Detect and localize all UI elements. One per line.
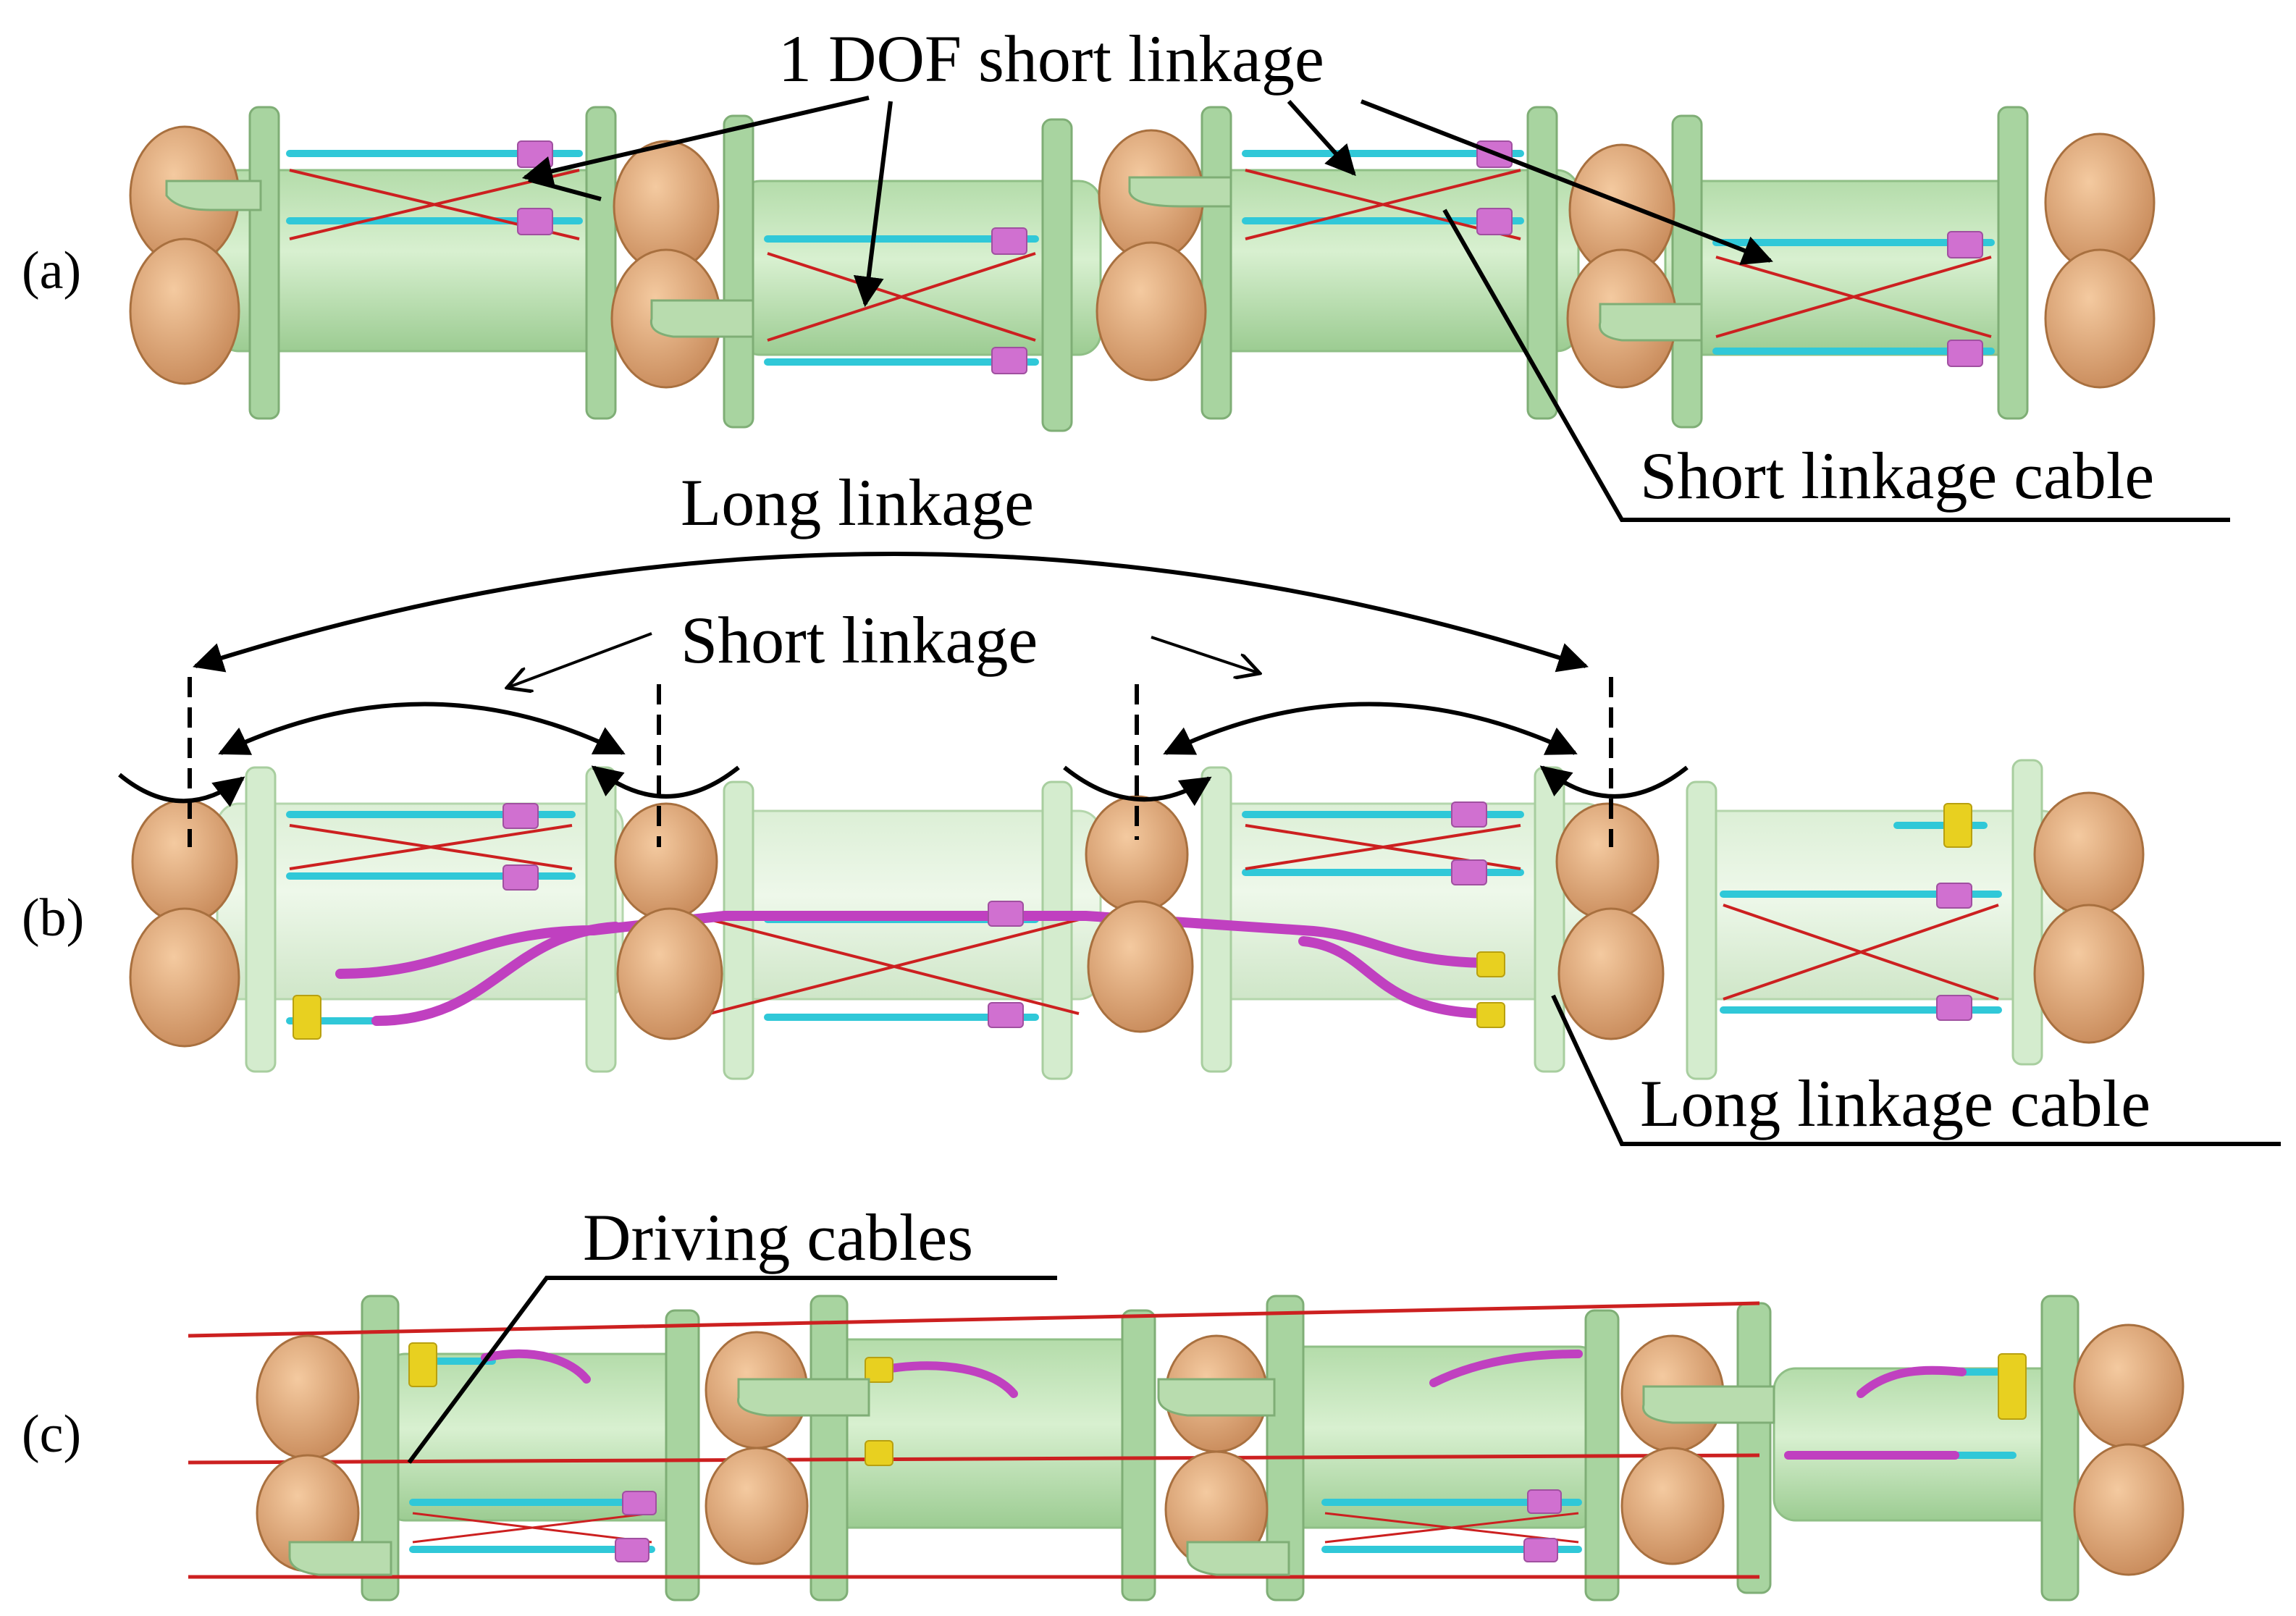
callout-one-dof-short-linkage: 1 DOF short linkage (778, 22, 1324, 96)
rods (286, 150, 1995, 366)
link-plates (165, 176, 1703, 342)
tube (1200, 169, 1580, 353)
flange (585, 106, 617, 420)
leader-long-linkage-cable (1551, 994, 2281, 1146)
flange (723, 114, 754, 429)
clamps (502, 801, 1972, 1028)
short-linkage-arrow-right (1163, 702, 1578, 755)
arrows-one-dof (521, 96, 1773, 308)
clamps (615, 1489, 1562, 1562)
panel-a: (a) (22, 22, 2230, 522)
link-plates (288, 1378, 1775, 1576)
flange (1041, 118, 1073, 432)
flange (1526, 106, 1558, 420)
panel-c-label: (c) (22, 1405, 81, 1464)
clips (293, 803, 1972, 1040)
rotation-arcs (118, 765, 1689, 807)
joints (129, 791, 2145, 1048)
panel-a-arm (129, 106, 2156, 432)
callout-short-linkage: Short linkage (681, 603, 1038, 677)
flange (1671, 114, 1703, 429)
callout-driving-cables: Driving cables (583, 1200, 973, 1274)
flange (1997, 106, 2029, 420)
flanges (245, 759, 2043, 1080)
short-linkage-arrow-left (218, 702, 626, 755)
callout-long-linkage-cable: Long linkage cable (1640, 1066, 2150, 1140)
pointer-arrow-right (1151, 636, 1260, 673)
callout-long-linkage: Long linkage (681, 466, 1034, 539)
panel-b-label: (b) (22, 888, 84, 948)
clips (408, 1342, 2027, 1466)
pointer-arrow-left (507, 632, 652, 688)
panel-a-label: (a) (22, 241, 81, 300)
driving-cables (188, 1301, 1760, 1579)
flanges (361, 1295, 2080, 1602)
short-linkage-cables (412, 1512, 1579, 1544)
callout-short-linkage-cable: Short linkage cable (1640, 439, 2154, 513)
long-linkage-arrow (192, 552, 1589, 673)
long-linkage-cable-sheath (335, 911, 1497, 1026)
joint-axes (188, 677, 1613, 847)
tube (1686, 809, 2065, 1001)
panel-c-arm (188, 1295, 2184, 1602)
panel-c: (c) (22, 1200, 2184, 1602)
leader-short-linkage-cable (1442, 209, 2230, 522)
flange (1200, 106, 1232, 420)
leader-driving-cables (407, 1276, 1057, 1464)
tube (1664, 180, 2029, 356)
sheaths (481, 1349, 1967, 1460)
joints (129, 125, 2156, 389)
panel-b: (b) (22, 466, 2281, 1146)
flange (248, 106, 280, 420)
panel-b-arm (129, 759, 2145, 1080)
